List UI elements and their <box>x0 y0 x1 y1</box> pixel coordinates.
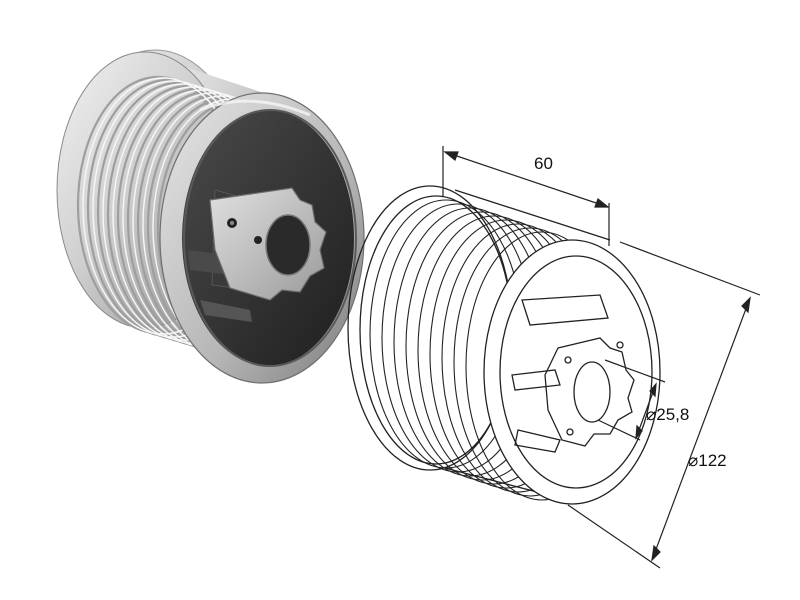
dimension-length-label: 60 <box>534 154 553 173</box>
cable-drum-line-drawing <box>347 185 661 505</box>
cable-drum-rendered <box>56 49 365 384</box>
dimension-outer-diameter-label: ⌀122 <box>688 451 727 470</box>
dimension-bore-diameter-label: ⌀25,8 <box>646 405 689 424</box>
dimension-lines <box>442 146 761 569</box>
front-flange-lines <box>483 239 661 505</box>
hub-plate-lines <box>544 337 635 447</box>
